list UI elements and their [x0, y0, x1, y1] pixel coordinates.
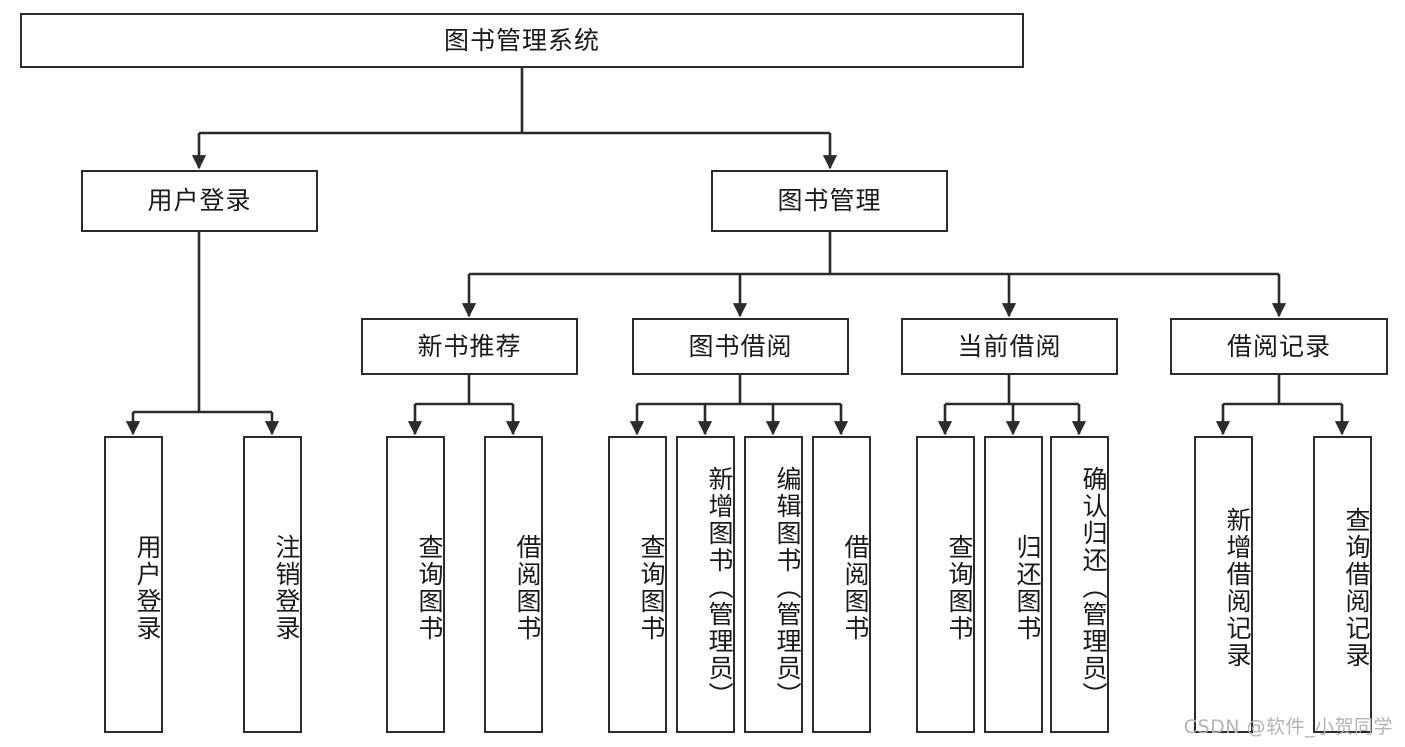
- node-leaf-borrow-borrow-book[interactable]: 借阅图书: [812, 436, 871, 733]
- node-leaf-current-confirm-return-label: 确认归还（管理员）: [1079, 466, 1108, 709]
- node-leaf-borrow-add-book[interactable]: 新增图书（管理员）: [676, 436, 735, 733]
- node-user-login-label: 用户登录: [147, 186, 252, 216]
- node-leaf-user-login-label: 用户登录: [133, 533, 162, 642]
- node-new-book-recommend-label: 新书推荐: [417, 331, 522, 361]
- node-leaf-newbook-borrow[interactable]: 借阅图书: [484, 436, 543, 733]
- node-user-login[interactable]: 用户登录: [81, 170, 318, 232]
- node-leaf-newbook-query[interactable]: 查询图书: [386, 436, 445, 733]
- watermark-text: CSDN @软件_小贺同学: [1183, 716, 1393, 738]
- node-leaf-current-confirm-return[interactable]: 确认归还（管理员）: [1050, 436, 1109, 733]
- node-leaf-records-add[interactable]: 新增借阅记录: [1194, 436, 1253, 733]
- node-leaf-borrow-edit-book[interactable]: 编辑图书（管理员）: [744, 436, 803, 733]
- node-leaf-current-return[interactable]: 归还图书: [984, 436, 1043, 733]
- node-root[interactable]: 图书管理系统: [20, 13, 1024, 68]
- node-borrow-records[interactable]: 借阅记录: [1170, 318, 1388, 375]
- node-leaf-current-query-label: 查询图书: [945, 533, 974, 642]
- node-leaf-user-logout[interactable]: 注销登录: [243, 436, 302, 733]
- node-leaf-current-return-label: 归还图书: [1013, 533, 1042, 642]
- node-leaf-records-add-label: 新增借阅记录: [1223, 506, 1252, 669]
- node-current-borrow-label: 当前借阅: [957, 331, 1062, 361]
- node-book-borrow[interactable]: 图书借阅: [632, 318, 849, 375]
- node-leaf-borrow-query[interactable]: 查询图书: [608, 436, 667, 733]
- node-new-book-recommend[interactable]: 新书推荐: [361, 318, 578, 375]
- node-leaf-newbook-borrow-label: 借阅图书: [513, 533, 542, 642]
- node-leaf-user-login[interactable]: 用户登录: [104, 436, 163, 733]
- node-current-borrow[interactable]: 当前借阅: [901, 318, 1118, 375]
- node-leaf-borrow-add-book-label: 新增图书（管理员）: [705, 466, 734, 709]
- node-borrow-records-label: 借阅记录: [1226, 331, 1331, 361]
- node-leaf-records-query[interactable]: 查询借阅记录: [1313, 436, 1372, 733]
- node-leaf-records-query-label: 查询借阅记录: [1342, 506, 1371, 669]
- node-leaf-current-query[interactable]: 查询图书: [916, 436, 975, 733]
- node-leaf-user-logout-label: 注销登录: [272, 533, 301, 642]
- node-root-label: 图书管理系统: [443, 25, 600, 55]
- node-book-management[interactable]: 图书管理: [711, 170, 948, 232]
- node-leaf-borrow-borrow-book-label: 借阅图书: [841, 533, 870, 642]
- node-book-borrow-label: 图书借阅: [688, 331, 793, 361]
- node-leaf-borrow-query-label: 查询图书: [637, 533, 666, 642]
- node-leaf-newbook-query-label: 查询图书: [415, 533, 444, 642]
- node-book-management-label: 图书管理: [777, 186, 882, 216]
- node-leaf-borrow-edit-book-label: 编辑图书（管理员）: [773, 466, 802, 709]
